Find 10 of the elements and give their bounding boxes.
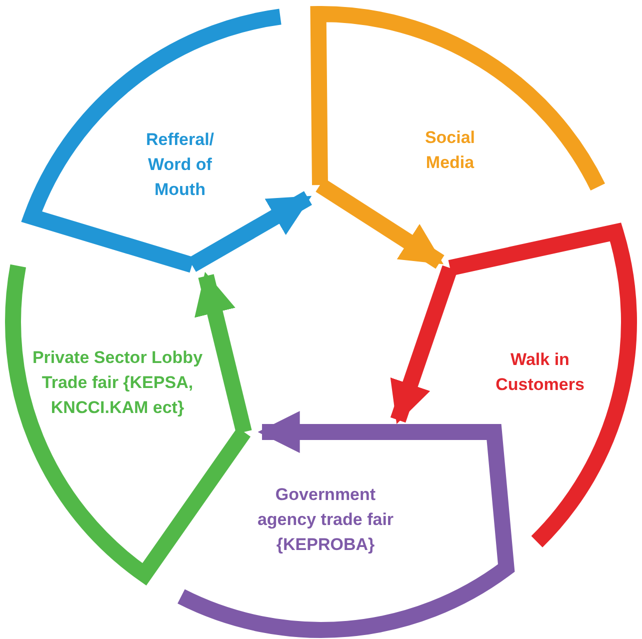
stage-label: Private Sector Lobby Trade fair {KEPSA, KNCCI.KAM ect} <box>31 347 204 419</box>
stage-label: Refferal/ Word of Mouth <box>144 129 216 201</box>
stage-label: Social Media <box>424 127 476 174</box>
arrow <box>390 265 458 424</box>
stage-label: Walk in Customers <box>494 349 586 396</box>
stage-label: Government agency trade fair {KEPROBA} <box>256 484 395 556</box>
arrow <box>194 272 252 434</box>
arrow <box>188 191 312 272</box>
arrow <box>258 411 430 453</box>
arrow <box>316 178 444 269</box>
